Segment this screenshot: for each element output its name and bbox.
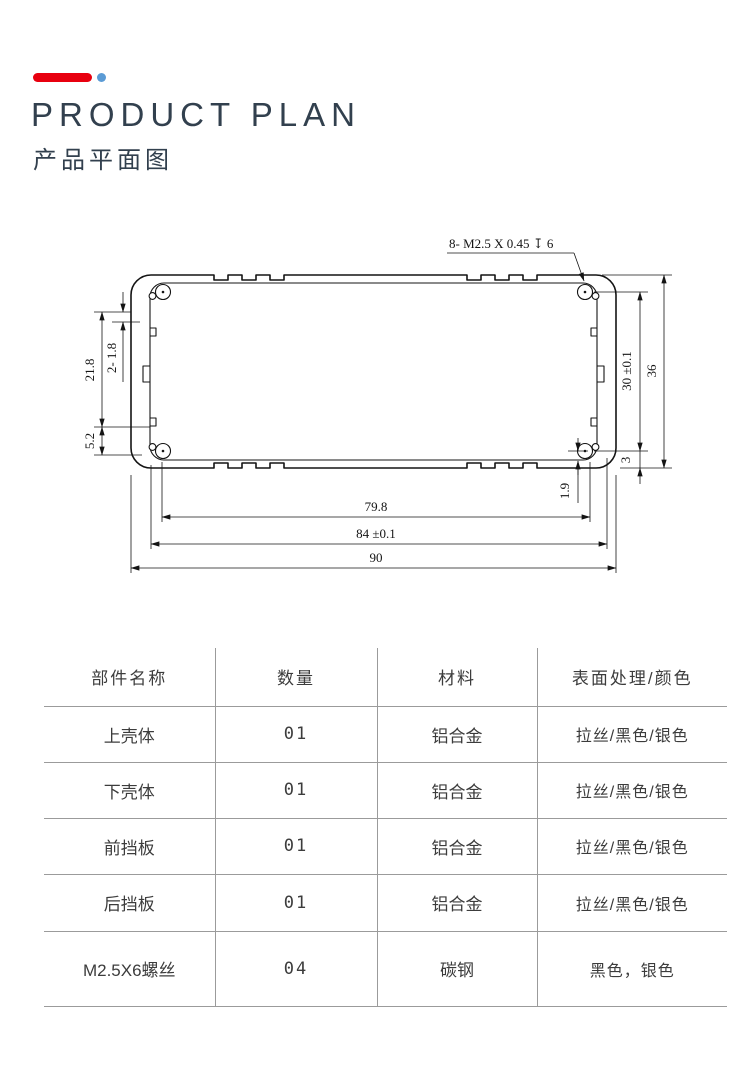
dimension-left-step: 2- 1.8 [104, 292, 126, 382]
blue-accent-dot [97, 73, 106, 82]
part-qty: 01 [215, 706, 378, 762]
part-finish: 拉丝/黑色/银色 [575, 728, 689, 745]
table-row: 上壳体 01 铝合金 拉丝/黑色/银色 [44, 706, 727, 762]
screw-boss-top-left [148, 283, 172, 301]
enclosure-section-drawing: 8- M2.5 X 0.45 ↧ 6 2- 1.8 21.8 5.2 [82, 236, 672, 573]
svg-text:21.8: 21.8 [82, 359, 97, 382]
dimension-bottom-mid-width: 84 ±0.1 [150, 526, 608, 547]
part-name: 下壳体 [44, 762, 216, 818]
thread-note: 8- M2.5 X 0.45 ↧ 6 [449, 236, 554, 251]
red-accent-bar [33, 73, 92, 82]
dimension-bottom-inner-width: 79.8 [161, 499, 591, 520]
part-finish: 拉丝/黑色/银色 [575, 896, 689, 914]
part-qty: 01 [215, 762, 378, 818]
dimension-right-outer-height: 36 [644, 274, 667, 469]
bottom-extension-lines [130, 450, 617, 573]
page-title-zh: 产品平面图 [33, 147, 173, 174]
dimension-boss-offset: 1.9 [557, 438, 581, 503]
page-title-en: PRODUCT PLAN [31, 96, 361, 133]
part-name: M2.5X6螺丝 [44, 931, 216, 1006]
svg-text:30 ±0.1: 30 ±0.1 [619, 351, 634, 391]
part-finish: 黑色，银色 [589, 962, 675, 980]
part-material: 铝合金 [377, 818, 538, 874]
enclosure-inner-profile [149, 282, 598, 461]
part-material: 铝合金 [377, 762, 538, 818]
part-material: 碳钢 [377, 931, 538, 1006]
dimension-right-inner-height: 30 ±0.1 [619, 291, 643, 452]
right-wall-rib-top [590, 327, 597, 337]
dimension-bottom-outer-width: 90 [130, 550, 617, 571]
right-wall-slot [597, 365, 605, 383]
screw-boss-bottom-left [148, 442, 172, 460]
parts-table: 部件名称 数量 材料 表面处理/颜色 上壳体 01 铝合金 拉丝/黑色/银色 下… [44, 648, 727, 1007]
screw-boss-top-right [576, 283, 600, 301]
part-qty: 01 [215, 818, 378, 874]
table-row: 前挡板 01 铝合金 拉丝/黑色/银色 [44, 818, 727, 874]
part-finish: 拉丝/黑色/银色 [575, 784, 689, 801]
table-row: 后挡板 01 铝合金 拉丝/黑色/银色 [44, 874, 727, 931]
part-qty: 04 [215, 931, 378, 1006]
table-row: 下壳体 01 铝合金 拉丝/黑色/银色 [44, 762, 727, 818]
dimension-left-inner-height: 21.8 [82, 311, 105, 428]
svg-text:90: 90 [370, 550, 383, 565]
col-header-qty: 数量 [215, 648, 378, 706]
table-header-row: 部件名称 数量 材料 表面处理/颜色 [44, 648, 727, 706]
part-material: 铝合金 [377, 874, 538, 931]
right-wall-rib-bottom [590, 417, 597, 427]
svg-text:79.8: 79.8 [365, 499, 388, 514]
svg-text:84 ±0.1: 84 ±0.1 [356, 526, 396, 541]
svg-text:2- 1.8: 2- 1.8 [104, 343, 119, 373]
part-finish: 拉丝/黑色/银色 [575, 840, 689, 857]
part-name: 前挡板 [44, 818, 216, 874]
col-header-finish: 表面处理/颜色 [571, 669, 693, 689]
thread-note-leader [573, 252, 585, 282]
part-name: 上壳体 [44, 706, 216, 762]
dimension-right-bottom: 3 [618, 451, 643, 484]
part-qty: 01 [215, 874, 378, 931]
col-header-part-name: 部件名称 [44, 648, 216, 706]
col-header-material: 材料 [377, 648, 538, 706]
svg-text:3: 3 [618, 457, 633, 464]
svg-text:36: 36 [644, 364, 659, 378]
left-wall-rib-bottom [150, 417, 157, 427]
enclosure-outer-profile [130, 274, 617, 469]
svg-text:1.9: 1.9 [557, 483, 572, 499]
part-material: 铝合金 [377, 706, 538, 762]
table-row: M2.5X6螺丝 04 碳钢 黑色，银色 [44, 931, 727, 1006]
left-wall-rib-top [150, 327, 157, 337]
dimension-left-bottom: 5.2 [82, 426, 105, 456]
svg-text:5.2: 5.2 [82, 433, 97, 449]
left-wall-slot [142, 365, 150, 383]
part-name: 后挡板 [44, 874, 216, 931]
